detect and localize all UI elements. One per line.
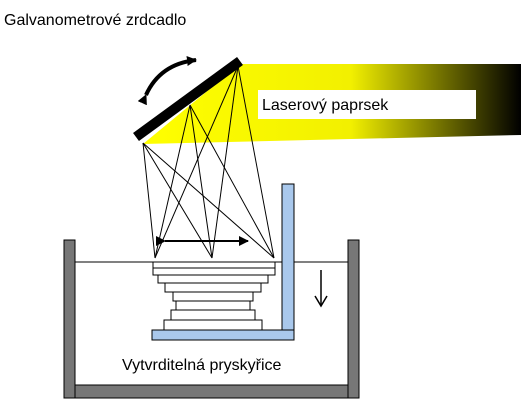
laser-label: Laserový paprsek (262, 97, 389, 114)
curved-double-arrow-icon (137, 56, 197, 106)
scan-rays (142, 65, 275, 259)
resin-vat (63, 239, 360, 399)
mirror-label: Galvanometrové zrdcadlo (4, 12, 186, 29)
laser-label-box (258, 90, 476, 119)
printed-part (152, 261, 276, 331)
down-arrow-icon (314, 270, 328, 308)
resin-label: Vytvrditelná pryskyřice (122, 357, 282, 374)
